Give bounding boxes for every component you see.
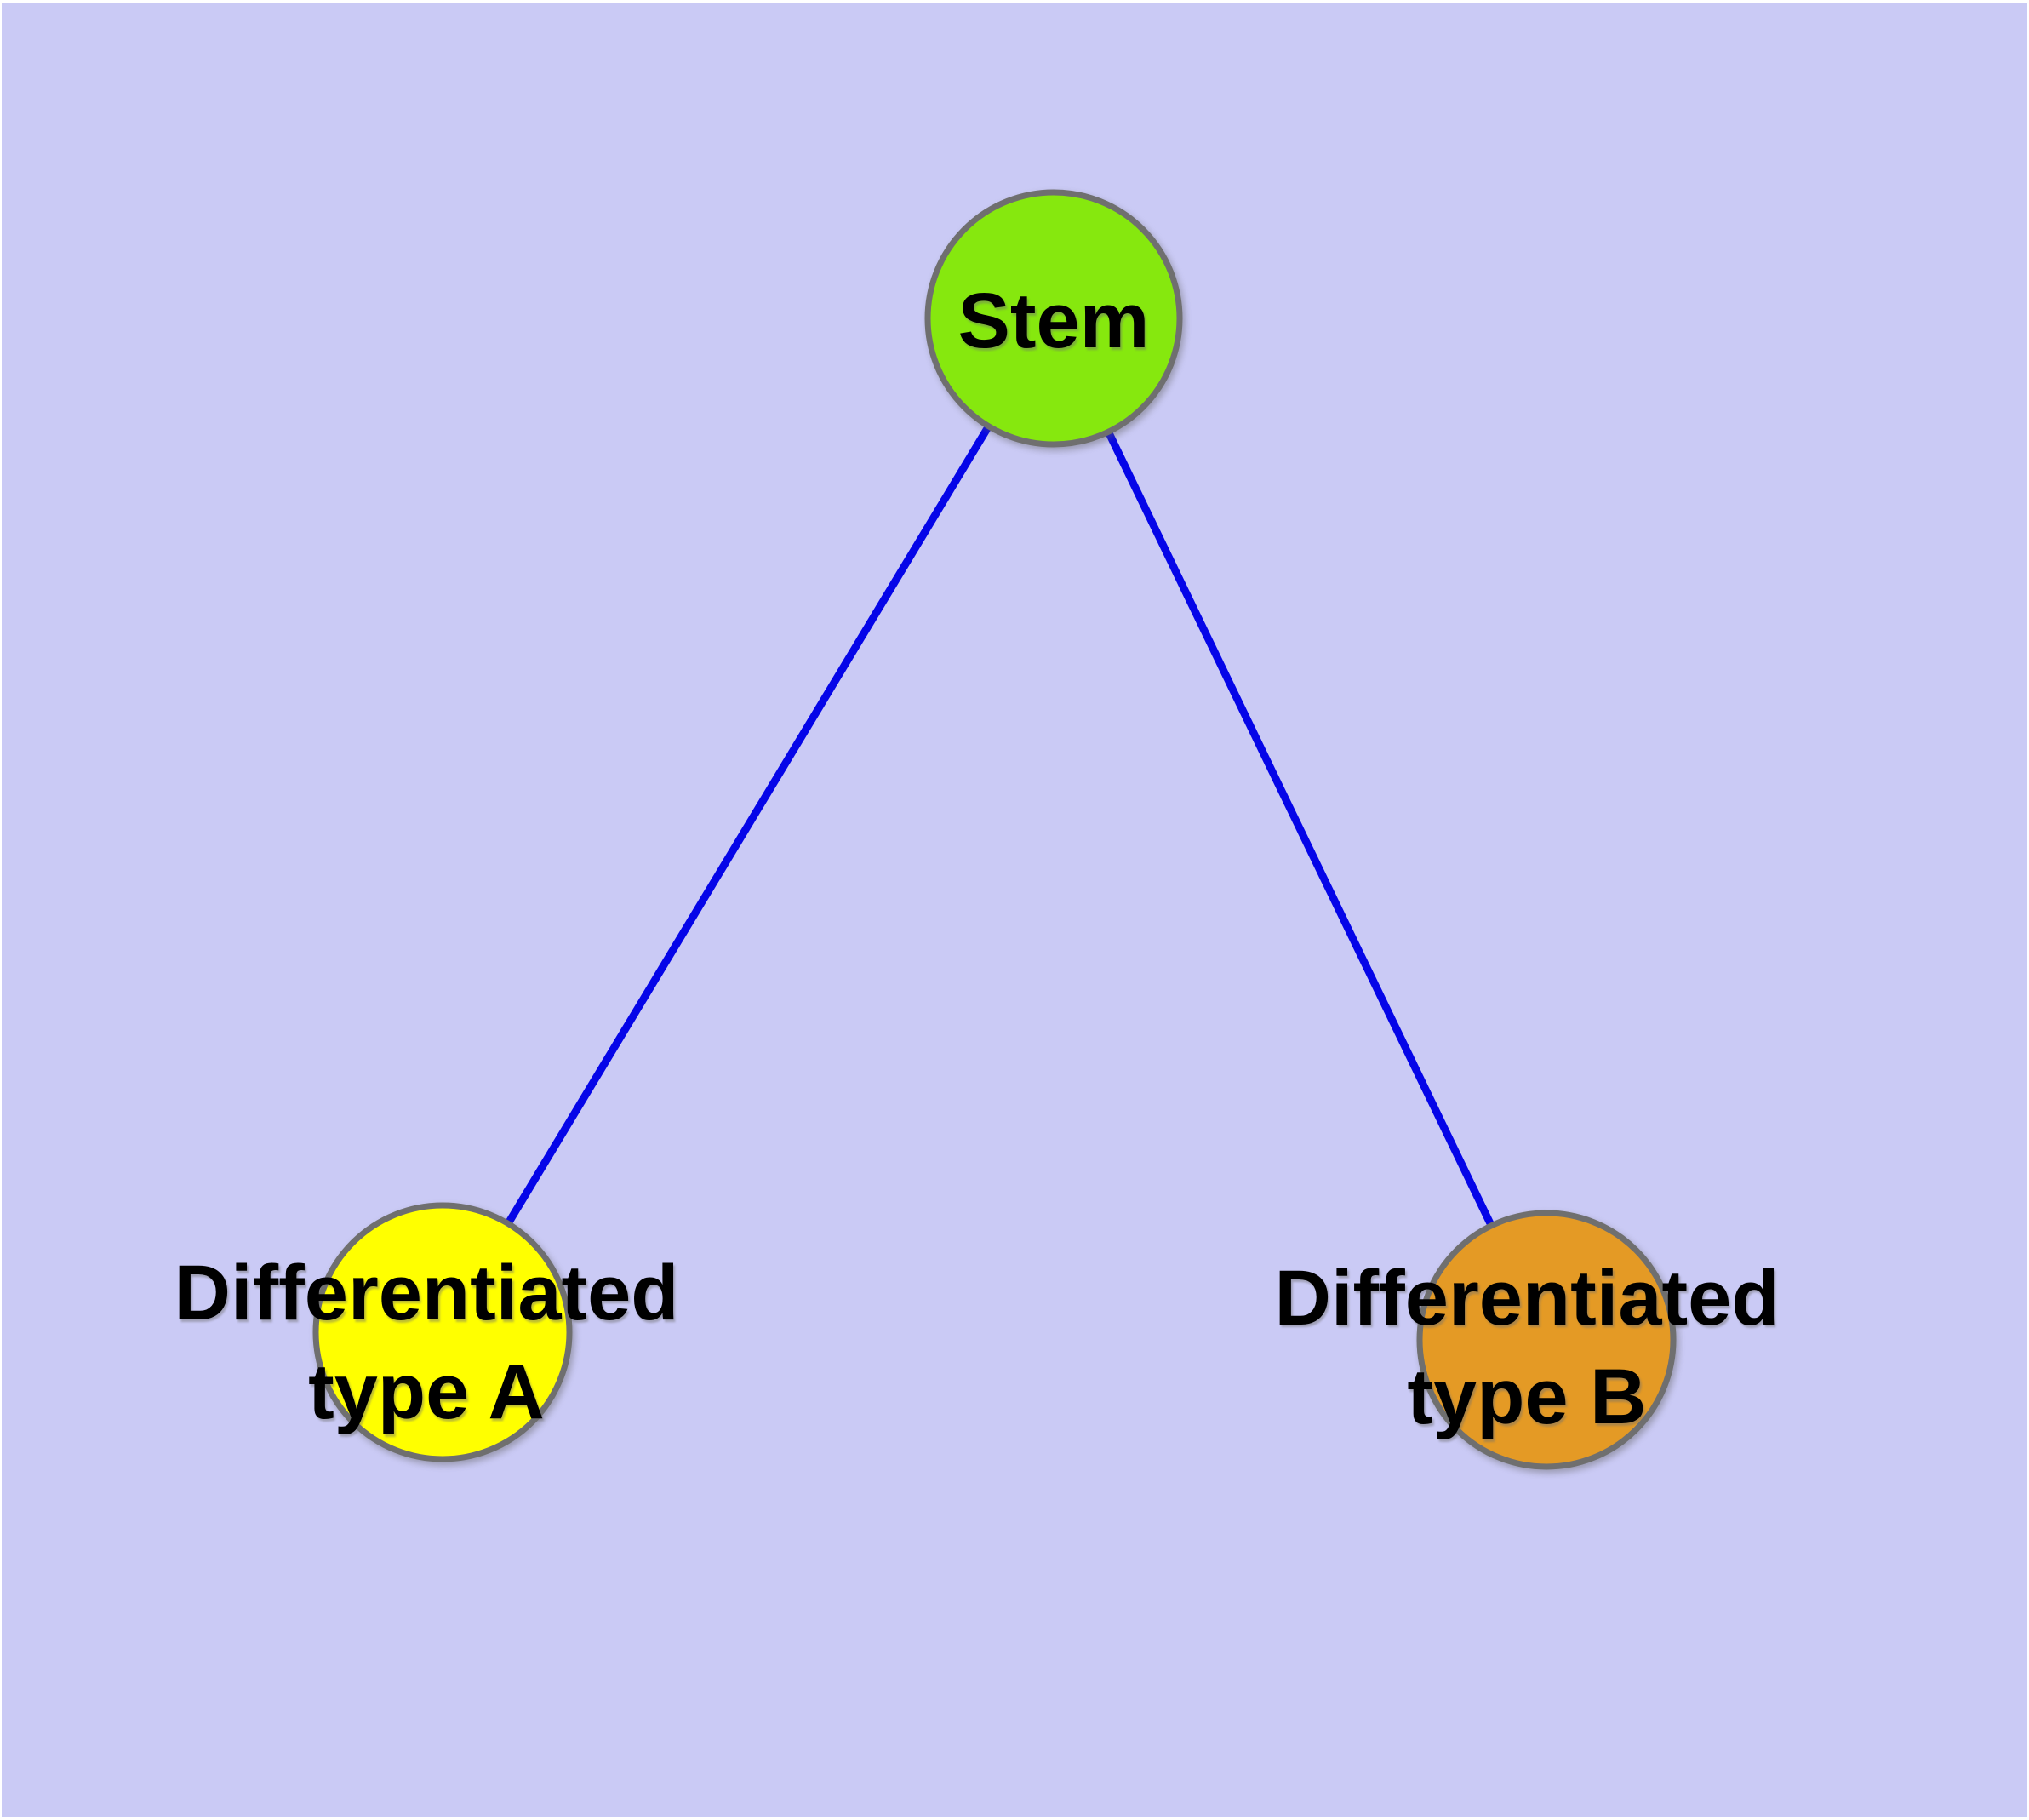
- node-stem-circle[interactable]: [924, 189, 1183, 448]
- node-type-b-circle[interactable]: [1416, 1210, 1677, 1470]
- edge-stem-to-type-a[interactable]: [439, 316, 1057, 1335]
- node-type-a-circle[interactable]: [312, 1202, 573, 1462]
- edge-stem-to-type-b[interactable]: [1049, 317, 1551, 1342]
